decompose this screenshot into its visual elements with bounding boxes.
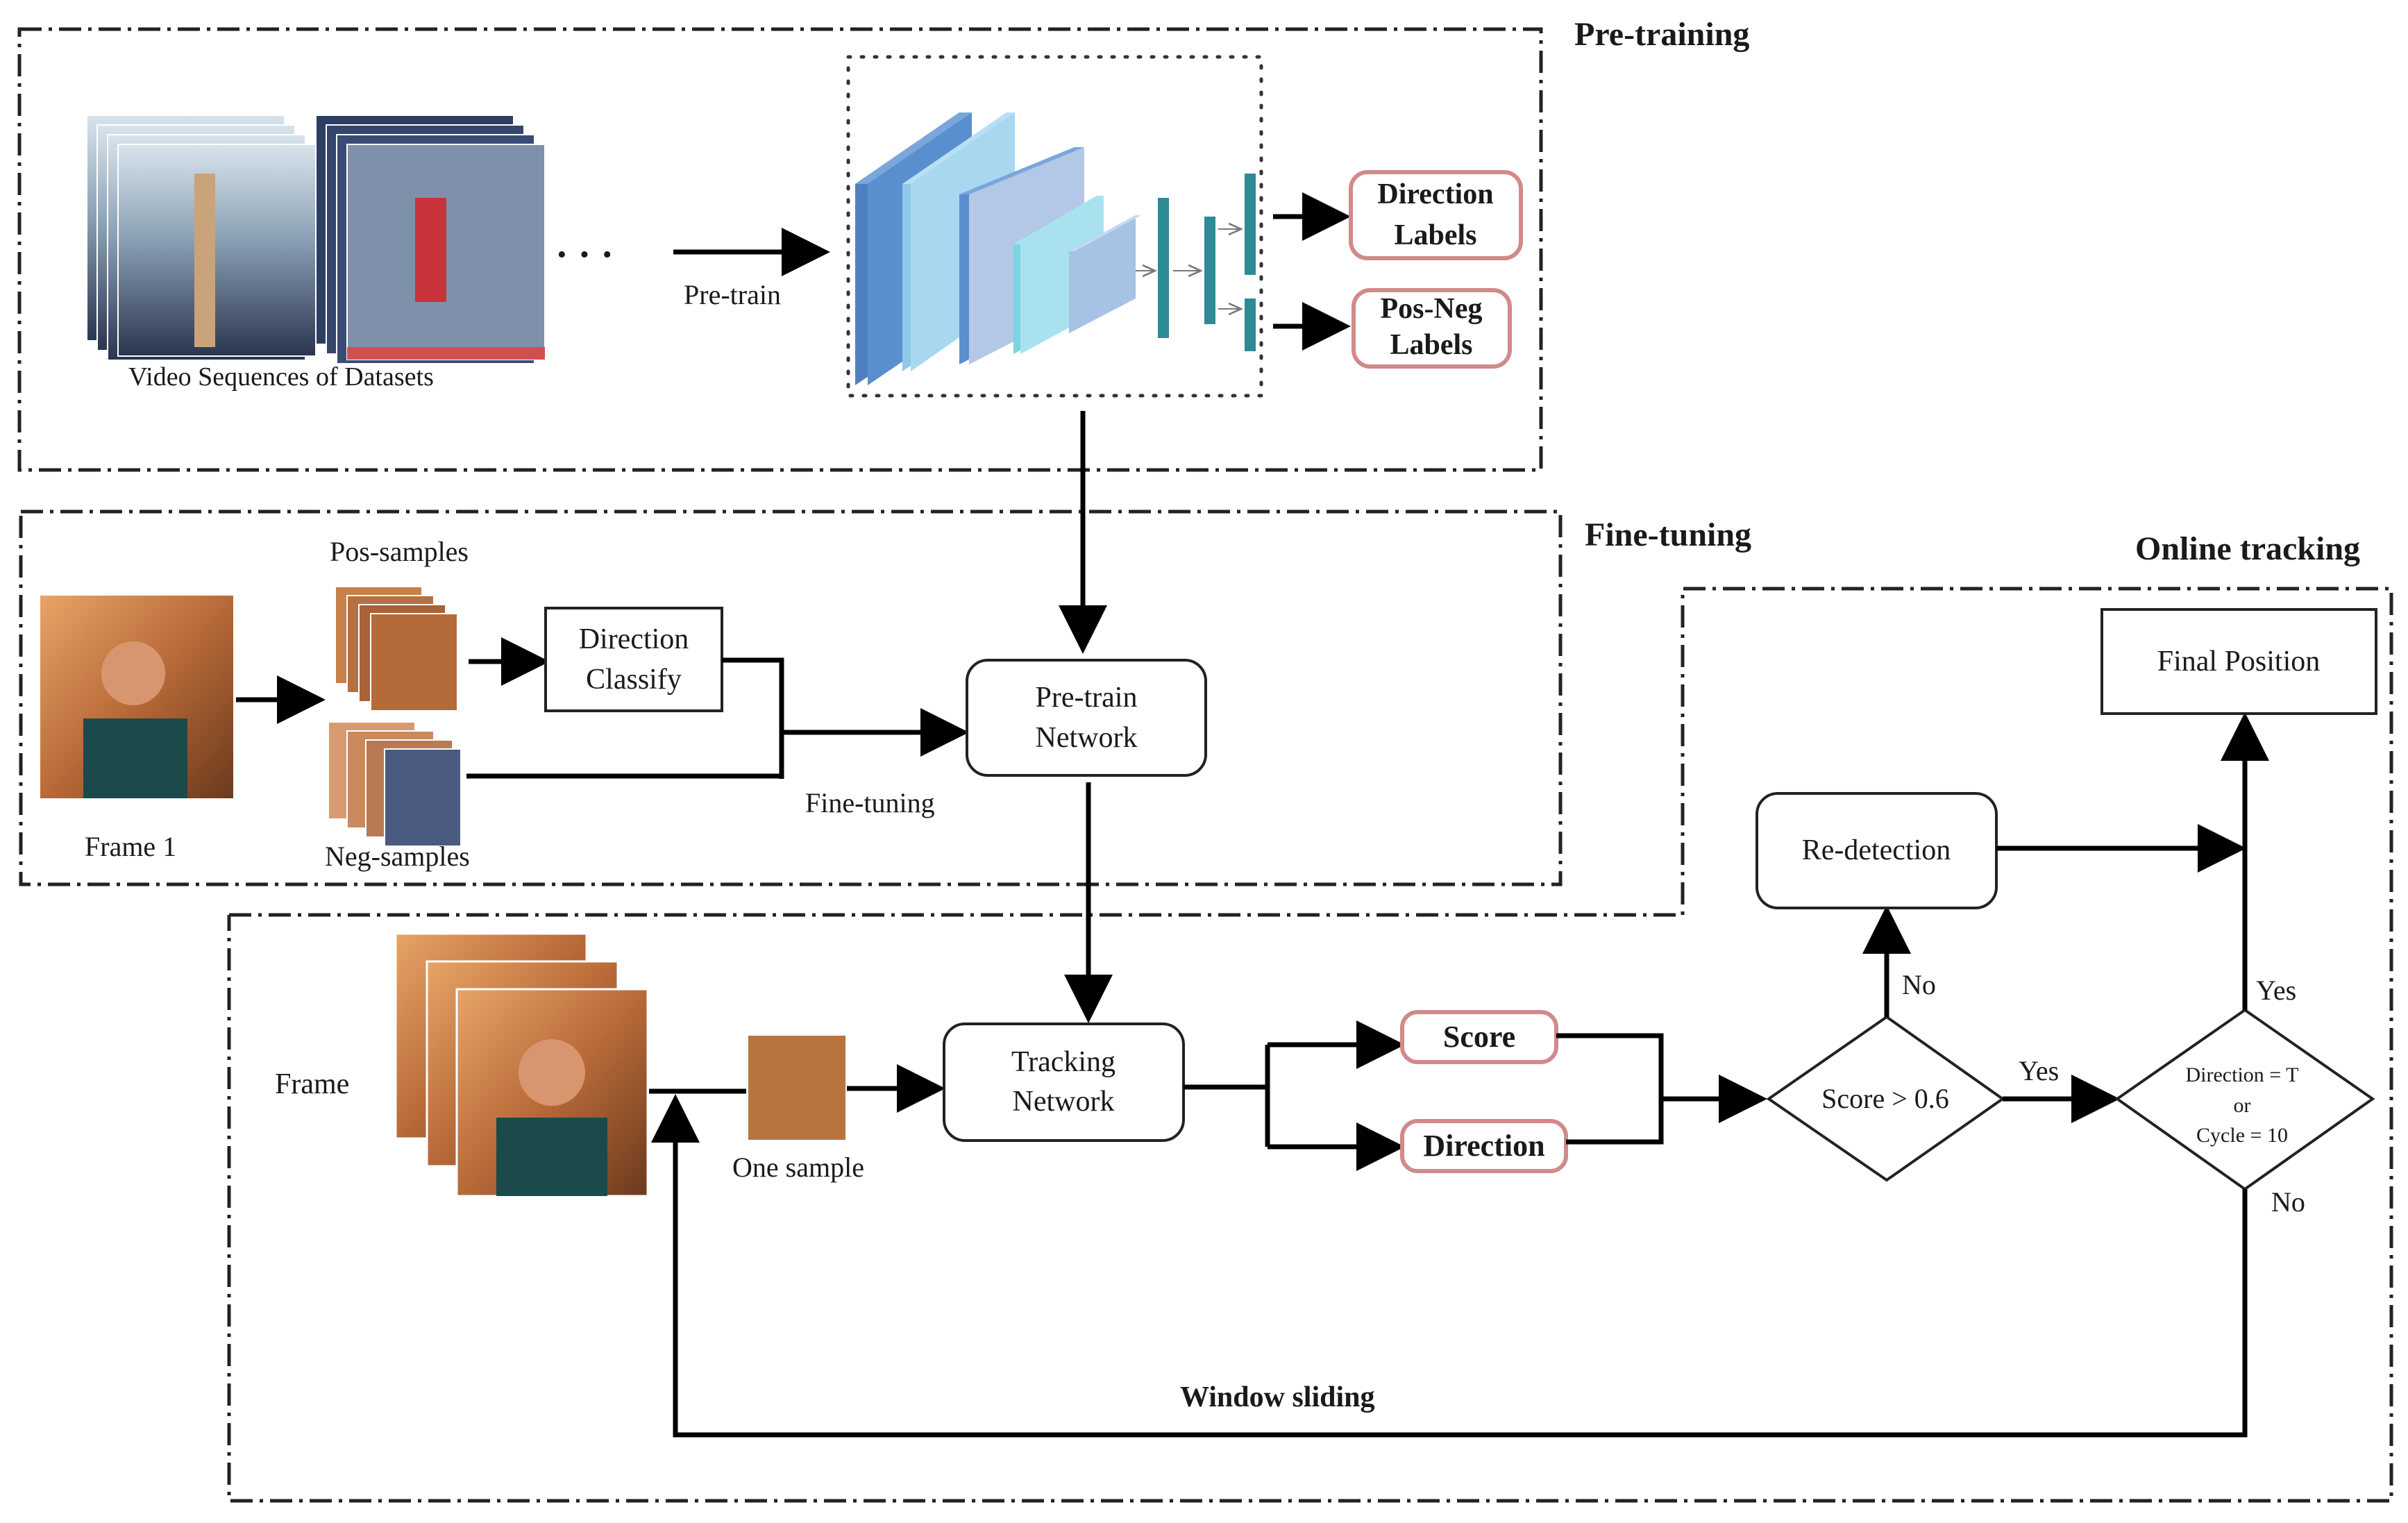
pretrain-arrow-label: Pre-train bbox=[684, 279, 781, 310]
direction-decision-line2: or bbox=[2234, 1094, 2251, 1117]
neg-samples-stack bbox=[328, 721, 462, 847]
ellipsis: · · · bbox=[555, 233, 614, 276]
tracking-network-line1: Tracking bbox=[1011, 1046, 1115, 1078]
tracking-network-box bbox=[943, 1023, 1185, 1142]
direction-output-text: Direction bbox=[1423, 1129, 1544, 1163]
dataset-video-stack-gymnast bbox=[315, 115, 546, 364]
no-label-direction: No bbox=[2271, 1186, 2305, 1218]
pretrain-network-line2: Network bbox=[1036, 722, 1138, 754]
pretraining-region bbox=[17, 27, 1543, 472]
direction-classify-line2: Classify bbox=[586, 664, 682, 696]
direction-labels-box bbox=[1349, 170, 1523, 260]
one-sample-image bbox=[748, 1036, 845, 1140]
direction-labels-line1: Direction bbox=[1377, 178, 1493, 210]
finetuning-title: Fine-tuning bbox=[1585, 516, 1751, 553]
online-tracking-region bbox=[227, 587, 2393, 1503]
score-decision-diamond bbox=[1766, 1015, 2005, 1182]
finetuning-edge-label: Fine-tuning bbox=[805, 787, 935, 818]
tracking-network-line2: Network bbox=[1013, 1086, 1115, 1118]
posneg-labels-box bbox=[1352, 288, 1512, 369]
yes-label-score: Yes bbox=[2019, 1055, 2059, 1086]
score-output-text: Score bbox=[1443, 1020, 1515, 1054]
frame-stack bbox=[394, 932, 649, 1197]
direction-decision-line1: Direction = T bbox=[2186, 1063, 2299, 1086]
no-label-score: No bbox=[1902, 969, 1936, 1000]
direction-decision-line3: Cycle = 10 bbox=[2196, 1124, 2288, 1147]
frame-label: Frame bbox=[275, 1068, 349, 1100]
direction-labels-line2: Labels bbox=[1394, 219, 1476, 251]
posneg-labels-line2: Labels bbox=[1390, 329, 1472, 361]
dataset-caption: Video Sequences of Datasets bbox=[128, 362, 434, 392]
frame1-label: Frame 1 bbox=[85, 831, 176, 862]
neg-samples-label: Neg-samples bbox=[325, 841, 470, 872]
direction-classify-box bbox=[544, 607, 723, 712]
posneg-labels-line1: Pos-Neg bbox=[1381, 293, 1483, 325]
pos-samples-label: Pos-samples bbox=[330, 536, 469, 567]
redetection-text: Re-detection bbox=[1802, 834, 1951, 866]
window-sliding-label: Window sliding bbox=[1180, 1381, 1375, 1413]
cnn-architecture bbox=[846, 55, 1263, 398]
pos-samples-stack bbox=[335, 586, 458, 712]
final-position-box bbox=[2100, 608, 2377, 715]
pretrain-network-box bbox=[966, 659, 1207, 777]
window-sliding-loop bbox=[651, 1094, 2248, 1438]
yes-label-direction: Yes bbox=[2256, 975, 2296, 1006]
final-position-text: Final Position bbox=[2157, 646, 2321, 678]
pretraining-title: Pre-training bbox=[1574, 16, 1749, 53]
dataset-video-stack-diving bbox=[86, 115, 317, 361]
score-decision-text: Score > 0.6 bbox=[1821, 1083, 1949, 1114]
score-to-merge bbox=[1556, 1033, 1664, 1145]
finetuning-region bbox=[19, 510, 1563, 886]
one-sample-label: One sample bbox=[732, 1152, 864, 1183]
direction-classify-line1: Direction bbox=[579, 623, 689, 655]
online-tracking-title: Online tracking bbox=[2135, 530, 2360, 567]
direction-classify-to-junction bbox=[722, 657, 784, 732]
pretrain-network-line1: Pre-train bbox=[1036, 682, 1138, 714]
direction-output-box bbox=[1400, 1119, 1568, 1173]
